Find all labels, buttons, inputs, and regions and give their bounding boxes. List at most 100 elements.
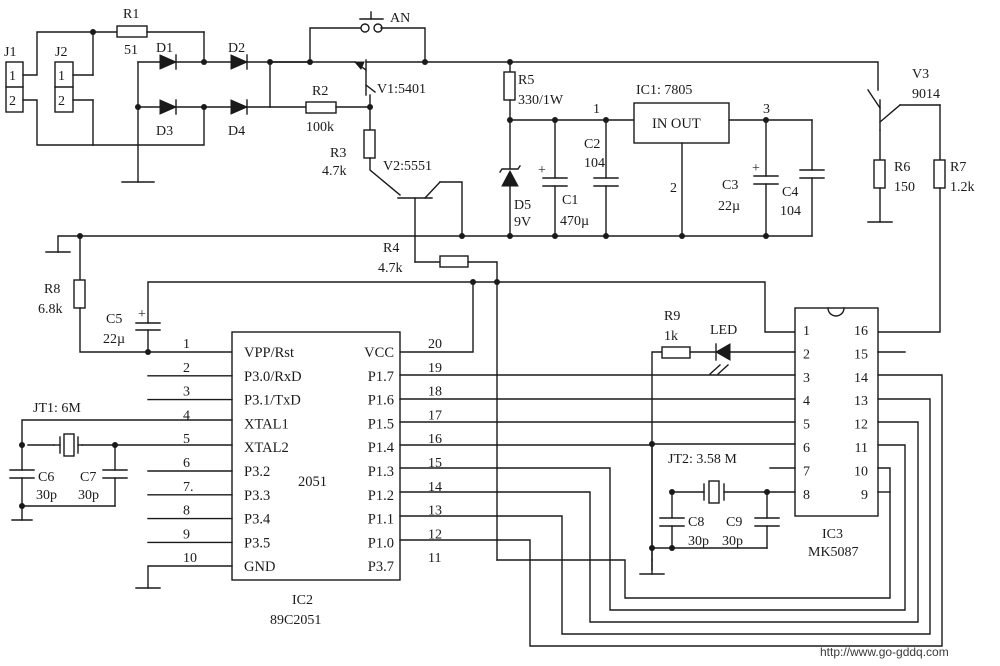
ic1-pin3: 3 (763, 102, 770, 117)
label-ic2-part: 89C2051 (270, 613, 321, 628)
ic3-pin-13: 13 (854, 394, 868, 409)
capacitor-c9: C9 30p (722, 491, 780, 549)
label-c9: C9 (726, 515, 742, 530)
ic3-chip: IC3 MK5087 (794, 307, 879, 560)
label-r4-value: 4.7k (378, 261, 403, 276)
label-r8-value: 6.8k (38, 302, 63, 317)
resistor-r4: R4 4.7k (378, 241, 498, 561)
label-d1: D1 (156, 41, 173, 56)
ic2-pin-8: 8P3.4 (147, 504, 271, 528)
label-v1: V1:5401 (377, 82, 426, 97)
ic2-pin-9: 9P3.5 (147, 527, 270, 551)
crystal-jt1: JT1: 6M (19, 401, 233, 471)
label-c1-plus: + (538, 163, 546, 178)
label-c1-value: 470µ (560, 214, 589, 229)
resistor-r6: R6 150 (867, 159, 915, 223)
crystal-jt2: JT2: 3.58 M (649, 441, 796, 504)
transistor-v3: V3 9014 (867, 67, 941, 161)
label-c5-plus: + (138, 307, 146, 322)
ic2-pin-number: 1 (183, 337, 190, 352)
label-c5-value: 22µ (103, 332, 125, 347)
label-r7: R7 (950, 160, 966, 175)
ic2-pin-7: 7.P3.3 (147, 480, 270, 504)
label-ic3-part: MK5087 (808, 545, 859, 560)
label-r7-value: 1.2k (950, 180, 975, 195)
ic2-pin-name: VCC (364, 345, 394, 361)
label-r9: R9 (664, 309, 680, 324)
label-d5-value: 9V (514, 215, 531, 230)
transistor-v2: V2:5551 (383, 159, 463, 263)
zener-d5: D5 9V (499, 165, 531, 237)
ic2-pin-name: P1.6 (368, 393, 394, 409)
label-r8: R8 (44, 282, 60, 297)
ic2-pin-number: 8 (183, 504, 190, 519)
data-bus-left (399, 374, 796, 446)
ic2-pin-name: P3.3 (244, 488, 270, 504)
label-ic1: IC1: 7805 (636, 83, 692, 98)
connector-j2: J2 1 2 (54, 45, 74, 113)
label-j2: J2 (55, 45, 67, 60)
label-r5: R5 (518, 73, 534, 88)
ic3-pin-4: 4 (803, 394, 810, 409)
label-j1-pin2: 2 (9, 94, 16, 109)
ic2-right-pins: 20VCC19P1.718P1.617P1.516P1.415P1.314P1.… (364, 337, 442, 575)
ic2-pin-number: 19 (428, 361, 442, 376)
regulator-output (728, 117, 813, 123)
ic2-pin-name: P3.4 (244, 512, 271, 528)
label-c8-value: 30p (688, 534, 709, 549)
label-v2: V2:5551 (383, 159, 432, 174)
label-j1: J1 (4, 45, 16, 60)
ic2-pin-name: P1.7 (368, 369, 394, 385)
label-d5: D5 (514, 198, 531, 213)
ic3-pin-10: 10 (854, 464, 868, 479)
resistor-r5: R5 330/1W (503, 61, 564, 169)
ic2-pin-name: P1.3 (368, 464, 394, 480)
ic2-pin-name: XTAL1 (244, 416, 289, 432)
ic2-pin-3: 3P3.1/TxD (147, 385, 301, 409)
label-c7: C7 (80, 470, 96, 485)
ic2-pin-number: 16 (428, 432, 442, 447)
label-an: AN (390, 11, 410, 26)
label-c7-value: 30p (78, 488, 99, 503)
capacitor-c1: + C1 470µ (538, 119, 589, 237)
label-d4: D4 (228, 124, 245, 139)
label-c5: C5 (106, 312, 122, 327)
label-c3-value: 22µ (718, 199, 740, 214)
label-r2: R2 (312, 84, 328, 99)
label-j1-pin1: 1 (9, 69, 16, 84)
ic2-pin-name: P3.5 (244, 535, 270, 551)
capacitor-c3: + C3 22µ (718, 119, 779, 237)
vcc-bus (147, 279, 796, 353)
resistor-r9: R9 1k (651, 309, 717, 571)
ic2-pin-6: 6P3.2 (147, 456, 270, 480)
ic2-pin-number: 4 (183, 408, 190, 423)
watermark-text: http://www.go-gddq.com (820, 645, 949, 659)
ic2-pin-name: P1.5 (368, 416, 394, 432)
resistor-r1: R1 51 (92, 7, 205, 58)
ic2-pin-number: 6 (183, 456, 190, 471)
ic2-pin-name: P3.2 (244, 464, 270, 480)
ic2-pin-2: 2P3.0/RxD (147, 361, 302, 385)
label-jt2: JT2: 3.58 M (668, 452, 737, 467)
capacitor-c4: C4 104 (780, 119, 825, 237)
label-c2: C2 (584, 137, 600, 152)
ic3-pin-6: 6 (803, 441, 810, 456)
ground-bus (45, 233, 813, 253)
ic3-pin-14: 14 (854, 371, 868, 386)
ic2-pin-name: P3.7 (368, 559, 394, 575)
ic3-pin-3: 3 (803, 371, 810, 386)
regulator-input (507, 117, 635, 123)
ic2-pin-number: 9 (183, 527, 190, 542)
ic2-left-pins: 1VPP/Rst2P3.0/RxD3P3.1/TxD4XTAL15XTAL26P… (147, 337, 302, 575)
ic2-pin-number: 18 (428, 385, 442, 400)
ic2-chip: 2051 IC2 89C2051 (231, 331, 401, 628)
